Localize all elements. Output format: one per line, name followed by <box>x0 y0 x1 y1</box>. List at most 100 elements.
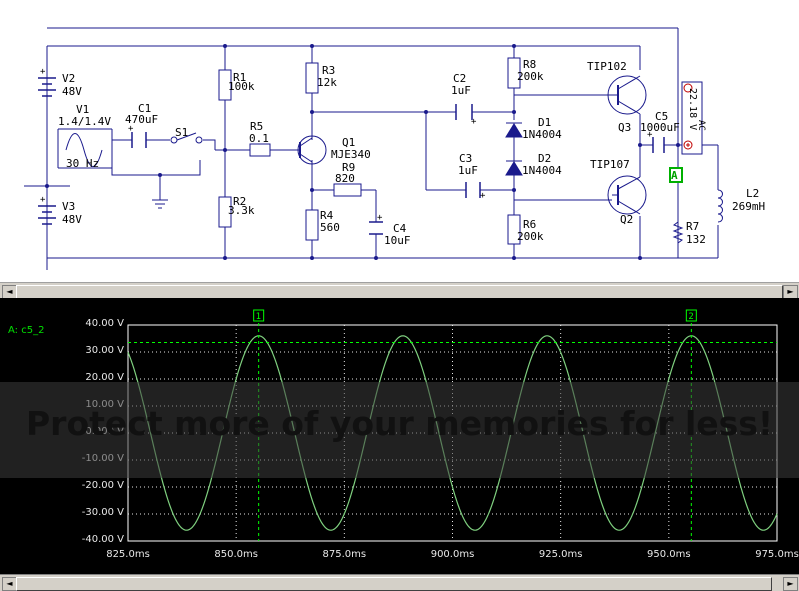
y-tick-label: 30.00 V <box>85 345 124 356</box>
r3-resistor <box>305 62 319 94</box>
r7-resistor <box>672 221 684 244</box>
y-tick-label: 20.00 V <box>85 372 124 383</box>
r6-value: 200k <box>517 230 544 243</box>
d2-value: 1N4004 <box>522 164 562 177</box>
l2-value: 269mH <box>732 200 765 213</box>
d1-value: 1N4004 <box>522 128 562 141</box>
c2-name: C2 <box>453 72 466 85</box>
c3-value: 1uF <box>458 164 478 177</box>
r2-value: 3.3k <box>228 204 255 217</box>
cursor-flag[interactable] <box>253 309 265 322</box>
l2-name: L2 <box>746 187 759 200</box>
c4-name: C4 <box>393 222 407 235</box>
meter-reading: 22.18 V <box>687 88 698 130</box>
scroll-thumb[interactable] <box>16 285 783 299</box>
r9-value: 820 <box>335 172 355 185</box>
x-tick-label: 875.0ms <box>322 549 367 560</box>
c4-plus-sign: + <box>377 213 383 223</box>
channel-label: A: c5_2 <box>8 325 45 336</box>
q2-name: Q2 <box>620 213 633 226</box>
c5-plus-sign: + <box>647 130 653 140</box>
r9-resistor <box>333 183 362 197</box>
watermark-banner <box>0 382 799 478</box>
grapher-horizontal-scrollbar[interactable]: ◄ ► <box>0 574 799 591</box>
y-tick-label: 40.00 V <box>85 318 124 329</box>
c3-plus-sign: + <box>480 191 486 201</box>
c1-value: 470uF <box>125 113 158 126</box>
r5-value: 0.1 <box>249 132 269 145</box>
l2-inductor <box>717 189 723 223</box>
c1-plus-sign: + <box>128 124 134 134</box>
scroll-thumb[interactable] <box>16 577 772 591</box>
c5-value: 1000uF <box>640 121 680 134</box>
c3-name: C3 <box>459 152 472 165</box>
v1-frequency: 30 Hz <box>66 157 99 170</box>
v2-plus-sign: + <box>40 67 46 77</box>
scroll-right-arrow-icon[interactable]: ► <box>783 577 798 591</box>
r1-name: R1 <box>233 71 246 84</box>
meter-mode: AC <box>696 120 706 131</box>
q2-value: TIP107 <box>590 158 630 171</box>
c2-value: 1uF <box>451 84 471 97</box>
probe-a-label: A <box>671 169 678 182</box>
r3-name: R3 <box>322 64 335 77</box>
v2-value: 48V <box>62 85 82 98</box>
r7-value: 132 <box>686 233 706 246</box>
q3-value: TIP102 <box>587 60 627 73</box>
r8-value: 200k <box>517 70 544 83</box>
waveform-trace-c5-2 <box>127 335 778 531</box>
r4-value: 560 <box>320 221 340 234</box>
c4-value: 10uF <box>384 234 411 247</box>
r6-resistor <box>507 214 521 245</box>
q3-name: Q3 <box>618 121 631 134</box>
scroll-left-arrow-icon[interactable]: ◄ <box>2 285 17 299</box>
r2-name: R2 <box>233 195 246 208</box>
r2-resistor <box>218 196 232 228</box>
cursor-flag-label: 2 <box>688 312 693 322</box>
d2-name: D2 <box>538 152 551 165</box>
r9-name: R9 <box>342 161 355 174</box>
r4-name: R4 <box>320 209 334 222</box>
scroll-left-arrow-icon[interactable]: ◄ <box>2 577 17 591</box>
v3-plus-sign: + <box>40 195 46 205</box>
schematic-horizontal-scrollbar[interactable]: ◄ ► <box>0 282 799 299</box>
sine-source-icon <box>65 133 103 167</box>
r5-name: R5 <box>250 120 263 133</box>
r1-resistor <box>218 69 232 101</box>
v1-value: 1.4/1.4V <box>58 115 111 128</box>
r8-resistor <box>507 57 521 89</box>
x-tick-label: 850.0ms <box>214 549 258 560</box>
probe-a-marker[interactable] <box>669 167 683 183</box>
x-tick-label: 950.0ms <box>647 549 691 560</box>
scroll-right-arrow-icon[interactable]: ► <box>783 285 798 299</box>
v1-name: V1 <box>76 103 89 116</box>
d1-name: D1 <box>538 116 551 129</box>
voltmeter[interactable] <box>681 81 703 155</box>
v3-value: 48V <box>62 213 82 226</box>
r7-name: R7 <box>686 220 699 233</box>
y-tick-label: -20.00 V <box>81 480 124 491</box>
circuit-schematic: V2 48V V1 1.4/1.4V 30 Hz V3 48V C1 470uF… <box>0 0 799 282</box>
q1-value: MJE340 <box>331 148 371 161</box>
watermark-text: Protect more of your memories for less! <box>25 404 773 443</box>
c1-name: C1 <box>138 102 151 115</box>
v3-name: V3 <box>62 200 75 213</box>
cursor-flag[interactable] <box>685 309 697 322</box>
q1-transistor <box>297 135 327 165</box>
v2-name: V2 <box>62 72 75 85</box>
c5-name: C5 <box>655 110 668 123</box>
x-tick-label: 975.0ms <box>755 549 799 560</box>
cursor-flag-label: 1 <box>256 312 261 322</box>
x-tick-label: 925.0ms <box>538 549 583 560</box>
r1-value: 100k <box>228 80 255 93</box>
x-tick-label: 825.0ms <box>106 549 150 560</box>
c2-plus-sign: + <box>471 117 477 127</box>
s1-name: S1 <box>175 126 188 139</box>
r6-name: R6 <box>523 218 536 231</box>
q2-transistor <box>607 175 647 215</box>
y-tick-label: -30.00 V <box>81 507 124 518</box>
r3-value: 12k <box>317 76 337 89</box>
y-tick-label: -40.00 V <box>81 534 124 545</box>
r8-name: R8 <box>523 58 536 71</box>
r4-resistor <box>305 209 319 241</box>
